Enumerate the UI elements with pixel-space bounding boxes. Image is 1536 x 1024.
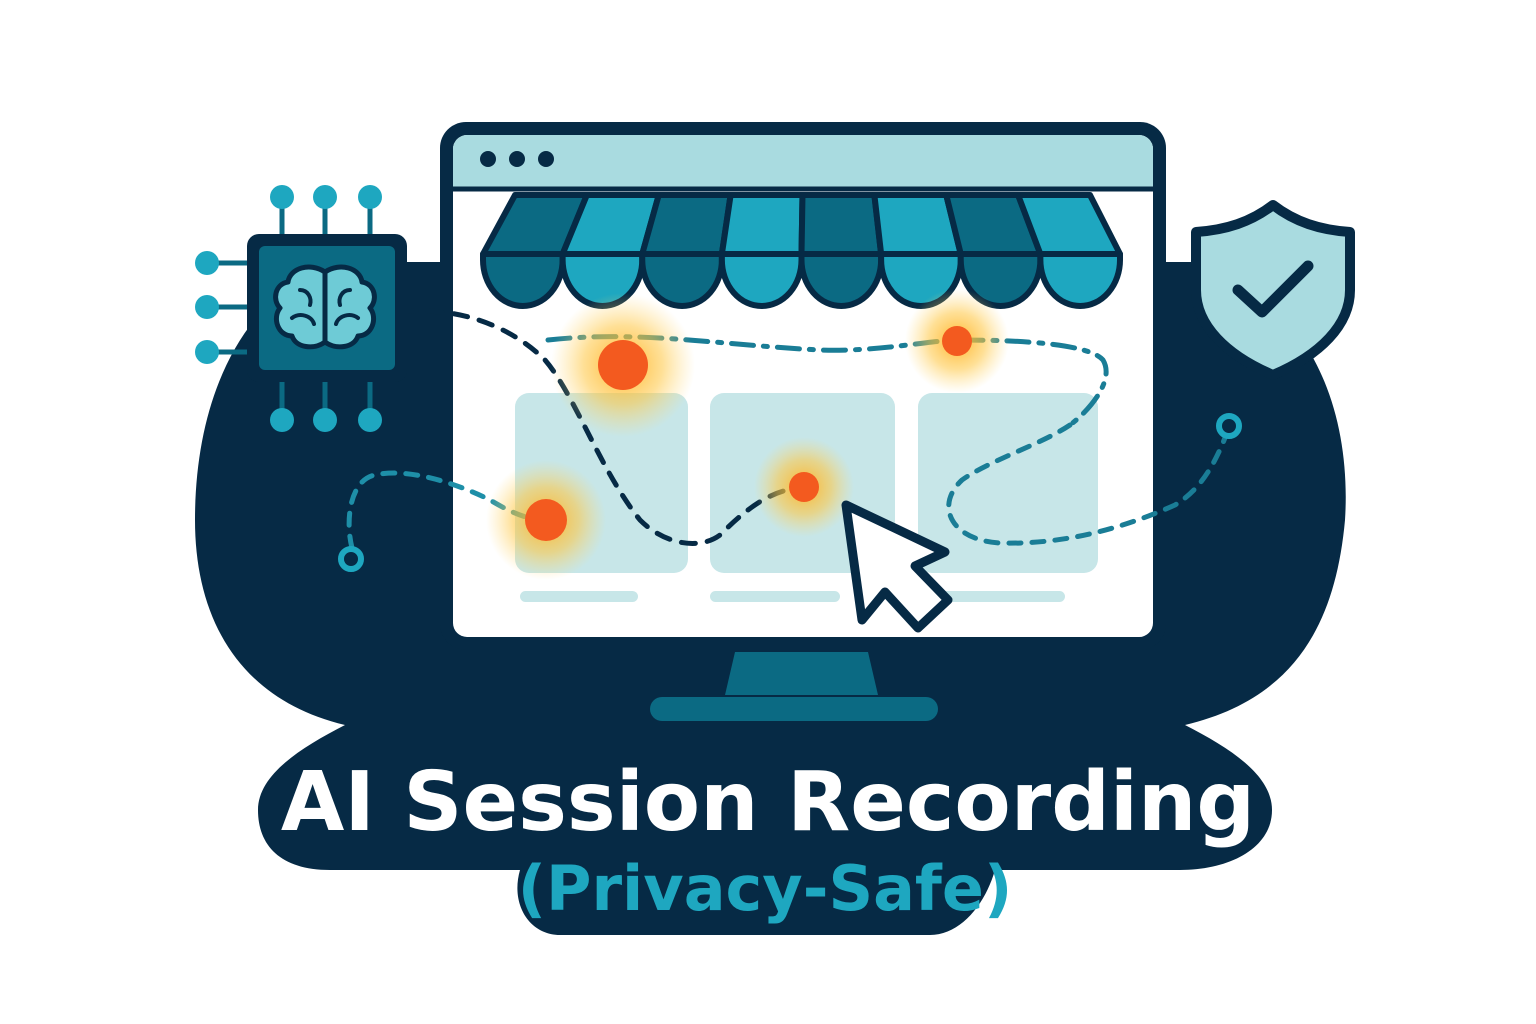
path-end-node (338, 546, 364, 572)
product-caption-bar (520, 591, 638, 602)
monitor-base (650, 697, 938, 721)
product-cards (515, 393, 1098, 602)
sub-title: (Privacy-Safe) (518, 852, 1013, 925)
awning-scallop (1037, 251, 1123, 309)
brain-chip-icon (195, 185, 407, 432)
window-dot-icon (509, 151, 525, 167)
mouse-cursor-icon (841, 500, 953, 633)
hotspot (942, 326, 972, 356)
product-card (918, 393, 1098, 573)
product-caption-bar (935, 591, 1065, 602)
session-path-dark (399, 308, 803, 546)
monitor-stand (725, 652, 878, 695)
awning-stripe (718, 192, 806, 257)
hotspot (789, 472, 819, 502)
storefront-awning-icon (480, 192, 1123, 309)
hotspot (525, 499, 567, 541)
window-dot-icon (538, 151, 554, 167)
brain-icon (273, 264, 377, 350)
awning-stripe (639, 192, 734, 257)
checkmark-icon (1232, 260, 1314, 318)
path-end-node (1216, 413, 1242, 439)
main-title: AI Session Recording (281, 755, 1255, 850)
window-dot-icon (480, 151, 496, 167)
heatmap-hotspots (486, 289, 1009, 580)
hotspot (598, 340, 648, 390)
awning-stripe (798, 192, 885, 257)
session-path-teal (946, 422, 1231, 546)
shield-check-icon (1191, 200, 1355, 380)
product-caption-bar (710, 591, 840, 602)
